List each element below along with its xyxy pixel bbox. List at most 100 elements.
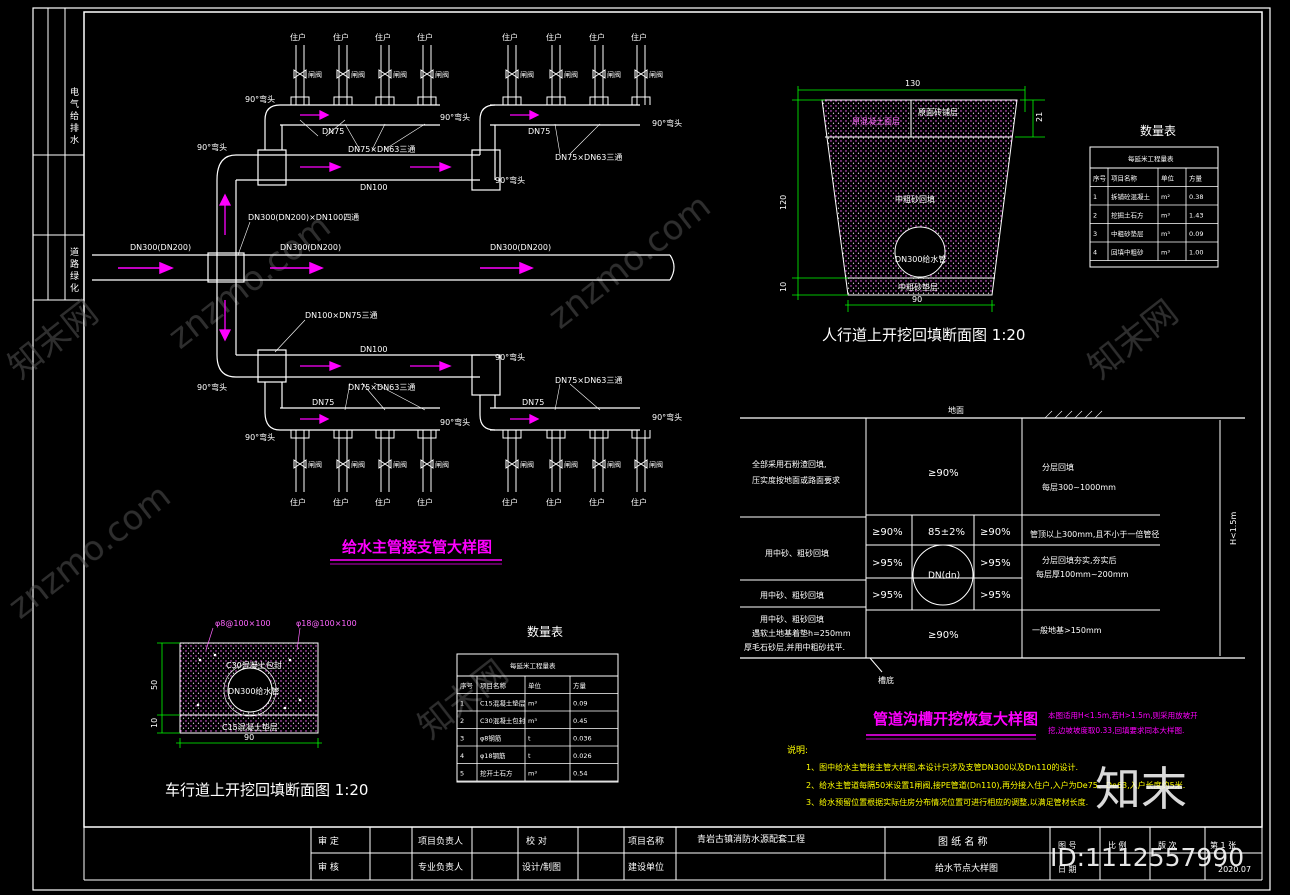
table-header: 序号 — [460, 681, 474, 690]
tb-field: 图 号 — [1058, 841, 1077, 850]
trench-bottom: 槽底 — [878, 675, 894, 685]
road-rebar-right: φ18@100×100 — [296, 619, 357, 628]
trench-c-r1-r: ≥90% — [980, 527, 1011, 538]
pedestrian-section: 原混凝土面层 原面砖铺层 中粗砂回填 DN300给水管 中粗砂垫层 130 90… — [779, 79, 1045, 344]
table-cell: 3 — [460, 734, 464, 742]
watermark: 知末网 — [1, 293, 106, 387]
road-section: C30混凝土包封 DN300给水管 C15混凝土垫层 φ8@100×100 φ1… — [150, 619, 368, 799]
table-header: 项目名称 — [1111, 174, 1138, 183]
road-table-title: 数量表 — [527, 624, 563, 639]
resident-label: 住户 — [290, 497, 306, 507]
tb-field: 日 期 — [1058, 865, 1077, 874]
valve-label: 闸阀 — [308, 460, 322, 469]
resident-label: 住户 — [333, 32, 349, 42]
tb-approve: 审 定 — [318, 835, 339, 847]
strip-char: 绿 — [70, 270, 79, 282]
table-cell: 0.38 — [1189, 193, 1203, 201]
trench-l-top-1: 全部采用石粉渣回填, — [752, 459, 827, 469]
label-tee-75-63-ur: DN75×DN63三通 — [555, 152, 622, 162]
ped-table-title: 数量表 — [1140, 123, 1176, 138]
valve-label: 闸阀 — [520, 70, 534, 79]
road-table-subtitle: 每延米工程量表 — [510, 661, 556, 670]
label-dn100-low: DN100 — [360, 345, 387, 354]
dim-height-main: 120 — [779, 195, 788, 210]
tb-field: 版 次 — [1158, 840, 1177, 850]
valve-label: 闸阀 — [649, 460, 663, 469]
brand-logo: 知末 — [1095, 762, 1187, 816]
strip-char: 给 — [70, 110, 79, 122]
strip-char: 道 — [70, 246, 79, 258]
resident-label: 住户 — [417, 497, 433, 507]
road-pipe-label: DN300给水管 — [228, 686, 279, 696]
resident-label: 住户 — [631, 497, 647, 507]
tb-field: 第 1 张 — [1210, 840, 1236, 850]
trench-r-low-1: 分层回填夯实,夯实后 — [1042, 555, 1117, 565]
left-strip-labels: 电 气 给 排 水 道 路 绿 化 — [70, 86, 79, 294]
table-cell: 回填中粗砂 — [1111, 248, 1144, 257]
table-header: 单位 — [1161, 174, 1175, 183]
table-cell: 0.026 — [573, 752, 592, 760]
brand-id: ID:1112557990 — [1050, 843, 1244, 872]
label-elbow: 90°弯头 — [245, 432, 275, 442]
label-elbow: 90°弯头 — [495, 175, 525, 185]
valve-label: 闸阀 — [435, 460, 449, 469]
trench-pipe — [912, 544, 974, 606]
trench-l-bot-3: 厚毛石砂层,并用中粗砂找平. — [744, 642, 845, 652]
strip-char: 气 — [70, 98, 79, 110]
table-cell: m³ — [1161, 249, 1170, 257]
label-elbow: 90°弯头 — [652, 412, 682, 422]
resident-label: 住户 — [375, 32, 391, 42]
table-cell: C30混凝土包封 — [480, 716, 526, 725]
strip-char: 化 — [70, 282, 79, 294]
valve-label: 闸阀 — [607, 70, 621, 79]
label-elbow: 90°弯头 — [440, 112, 470, 122]
trench-r-top-2: 每层300~1000mm — [1042, 482, 1116, 492]
label-dn75-ll: DN75 — [312, 398, 334, 407]
brand-overlay: 知末 ID:1112557990 — [1050, 762, 1244, 872]
table-cell: 5 — [460, 769, 464, 777]
resident-label: 住户 — [333, 497, 349, 507]
road-rebar-left: φ8@100×100 — [215, 619, 271, 628]
road-title: 车行道上开挖回填断面图 1:20 — [165, 781, 368, 799]
dim-height-base: 10 — [779, 282, 788, 292]
resident-label: 住户 — [290, 32, 306, 42]
trench-dim-h: H<1.5m — [1229, 512, 1238, 545]
trench-l-top-2: 压实度按地面或路面要求 — [752, 475, 840, 485]
trench-pipe-label: DN(dn) — [928, 571, 960, 581]
label-tee-75-63-ul: DN75×DN63三通 — [348, 144, 415, 154]
tb-project: 青岩古镇消防水源配套工程 — [697, 833, 805, 845]
ped-layer-bottom: 中粗砂垫层 — [898, 282, 938, 292]
valve-label: 闸阀 — [351, 460, 365, 469]
flow-arrows — [118, 261, 534, 275]
tb-design: 设计/制图 — [522, 861, 561, 873]
label-tee-main: DN300(DN200)×DN100四通 — [248, 212, 359, 222]
note-item: 2、给水主管道每隔50米设置1闸阀,接PE管道(Dn110),再分接入住户,入户… — [806, 780, 1185, 790]
title-block: 审 定 审 核 项目负责人 专业负责人 校 对 设计/制图 项目名称 建设单位 … — [310, 827, 1262, 880]
resident-label: 住户 — [631, 32, 647, 42]
table-cell: 0.036 — [573, 734, 592, 742]
trench-detail: 地面 槽底 全部采用石粉渣回填, 压实度按地面或路面要求 用中砂、粗砂回填 用中… — [740, 405, 1245, 740]
tb-check: 校 对 — [526, 835, 547, 847]
trench-c-r3-r: >95% — [980, 590, 1011, 601]
trench-c-r2-l: >95% — [872, 558, 903, 569]
table-header: 方量 — [573, 681, 587, 690]
dim-width-bottom: 90 — [912, 295, 922, 304]
table-cell: m³ — [528, 717, 537, 725]
table-cell: 1.43 — [1189, 212, 1203, 220]
tb-drawing-name-label: 图 纸 名 称 — [938, 835, 988, 848]
trench-c-r1-l: ≥90% — [872, 527, 903, 538]
ped-layer-mid: 中粗砂回填 — [895, 194, 935, 204]
table-cell: 0.09 — [573, 699, 587, 707]
strip-char: 水 — [70, 134, 79, 146]
tb-date: 2020.07 — [1218, 865, 1251, 874]
ped-table-subtitle: 每延米工程量表 — [1128, 154, 1174, 163]
trench-ground: 地面 — [948, 405, 964, 415]
tb-field: 比 例 — [1108, 840, 1127, 850]
